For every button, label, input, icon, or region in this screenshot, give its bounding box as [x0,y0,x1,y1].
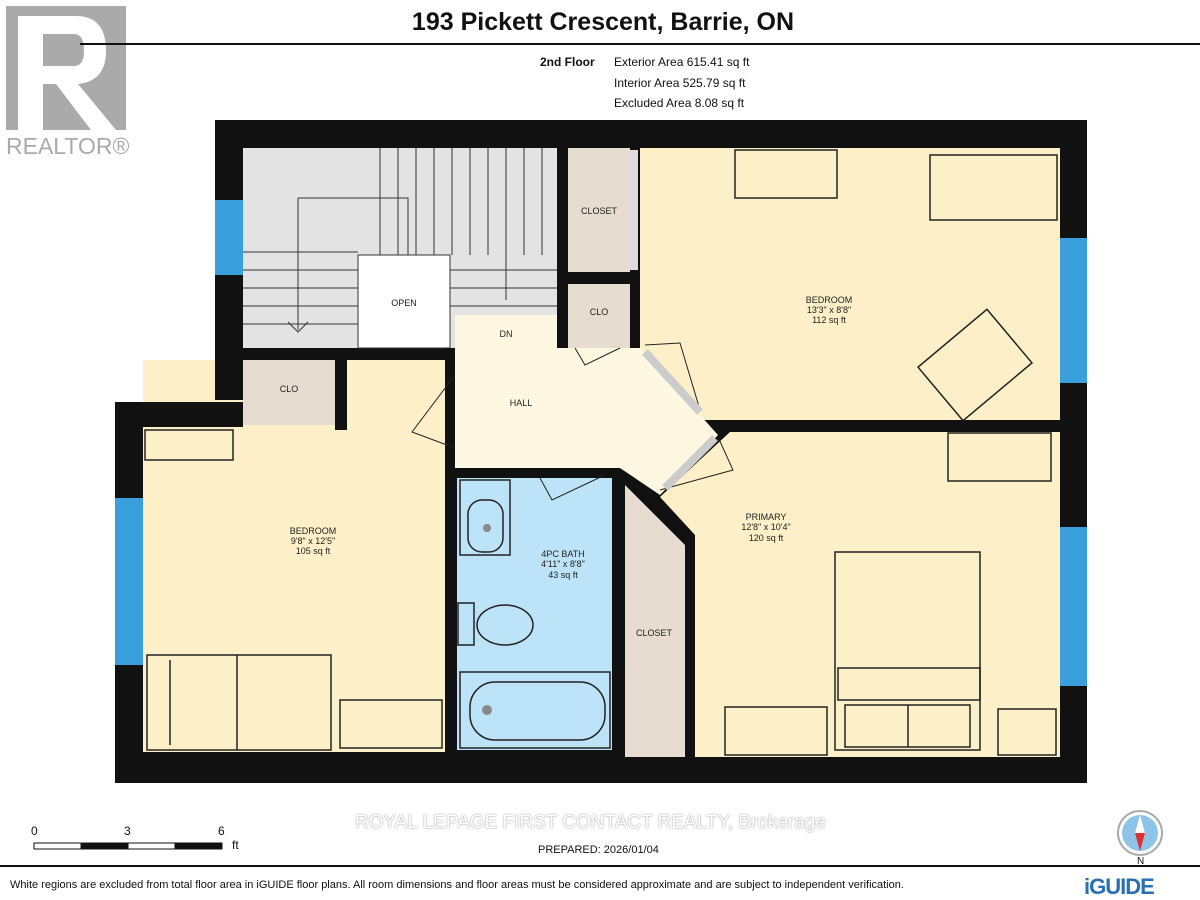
prepared-date: PREPARED: 2026/01/04 [538,844,659,856]
staircase [243,148,557,349]
scale-bar [33,842,223,850]
scale-unit: ft [232,838,239,852]
closet-top [568,148,630,272]
open-area [357,254,451,349]
bedroom-top-area: 112 sq ft [812,315,846,325]
bath-dims: 4'11" x 8'8" [541,559,585,569]
compass-icon [1117,810,1163,856]
excluded-area: Excluded Area 8.08 sq ft [614,96,745,110]
brokerage-watermark: ROYAL LEPAGE FIRST CONTACT REALTY, Broke… [355,812,826,833]
exterior-area: Exterior Area 615.41 sq ft [614,55,750,69]
closet-mid-label: CLOSET [636,628,673,638]
door-openings [642,349,718,491]
furniture [144,149,1058,756]
primary-bedroom [660,432,1060,757]
disclaimer: White regions are excluded from total fl… [10,879,904,891]
doors [411,342,734,501]
floor-name: 2nd Floor [540,55,595,69]
primary-dims: 12'8" x 10'4" [741,522,790,532]
clo-top [568,284,630,348]
bedroom-left-area: 105 sq ft [296,546,331,556]
realtor-wordmark: REALTOR® [6,133,130,159]
north-label: N [1137,856,1145,867]
hall-label: HALL [510,398,533,408]
hall [455,315,718,495]
bedroom-top [640,148,1060,420]
bath [457,478,612,750]
bedroom-left-name: BEDROOM [290,526,337,536]
bath-area: 43 sq ft [548,570,578,580]
bath-name: 4PC BATH [541,549,584,559]
primary-area: 120 sq ft [749,533,784,543]
clo-left-label: CLO [280,384,299,394]
room-labels: BEDROOM 13'3" x 8'8" 112 sq ft BEDROOM 9… [280,206,853,638]
bedroom-top-name: BEDROOM [806,295,853,305]
divider [0,865,1200,867]
scale-label-3: 3 [124,824,131,838]
iguide-logo: iGUIDE [1084,874,1155,899]
windows [115,200,1087,686]
bedroom-left-dims: 9'8" x 12'5" [291,536,335,546]
closet-top-label: CLOSET [581,206,618,216]
scale-label-6: 6 [218,824,225,838]
primary-name: PRIMARY [746,512,787,522]
page-title: 193 Pickett Crescent, Barrie, ON [411,8,795,36]
closet-mid [625,485,685,757]
open-label: OPEN [391,298,417,308]
interior-area: Interior Area 525.79 sq ft [614,76,746,90]
divider [80,43,1200,45]
scale-label-0: 0 [31,824,38,838]
clo-top-label: CLO [590,307,609,317]
clo-left [243,360,335,425]
dn-label: DN [500,329,513,339]
bedroom-top-dims: 13'3" x 8'8" [807,305,851,315]
